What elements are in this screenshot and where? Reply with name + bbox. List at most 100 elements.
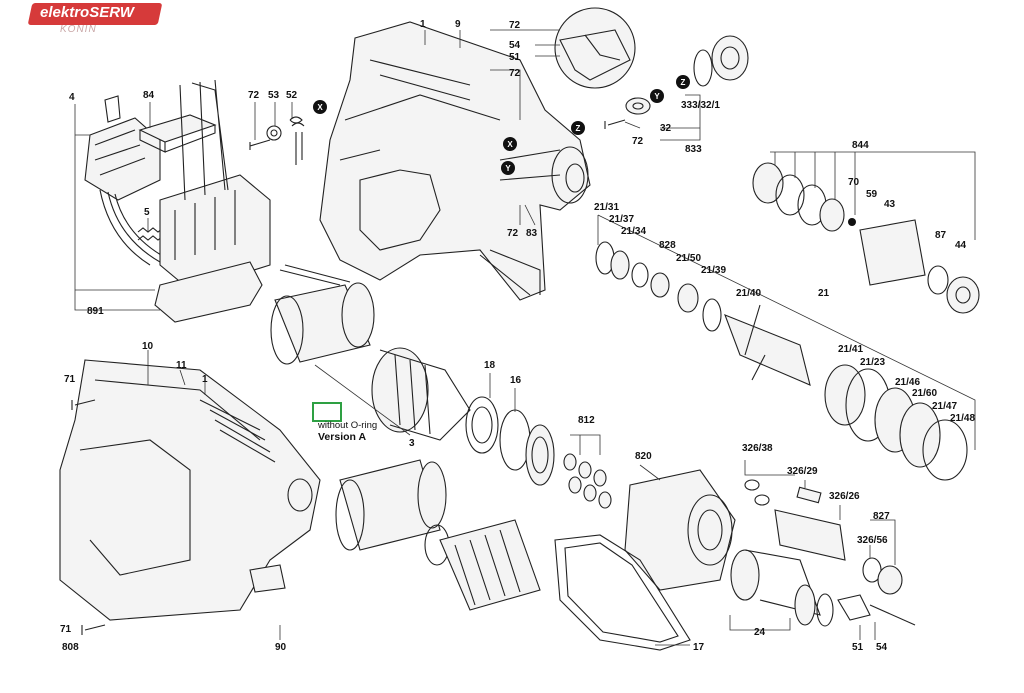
- label-71a: 71: [64, 374, 76, 385]
- label-53: 53: [268, 90, 280, 101]
- gear-housing-820: [624, 469, 736, 591]
- svg-text:X: X: [317, 103, 323, 112]
- label-83: 83: [526, 228, 538, 239]
- svg-text:Z: Z: [576, 124, 581, 133]
- label-2148: 21/48: [950, 413, 975, 424]
- label-70: 70: [848, 177, 860, 188]
- label-72d: 72: [632, 136, 644, 147]
- highlight-box: [312, 402, 342, 422]
- label-820: 820: [635, 451, 652, 462]
- label-32629: 326/29: [787, 466, 818, 477]
- version-note-line2: Version A: [318, 431, 366, 443]
- label-59: 59: [866, 189, 878, 200]
- label-2160: 21/60: [912, 388, 937, 399]
- chuck-assembly-844: [752, 162, 980, 314]
- label-844: 844: [852, 140, 869, 151]
- label-2146: 21/46: [895, 377, 920, 388]
- pad-84: [138, 114, 217, 153]
- rings-18-16: [465, 396, 555, 486]
- label-2141: 21/41: [838, 344, 863, 355]
- label-3: 3: [409, 438, 415, 449]
- motor-version-a: [270, 264, 471, 441]
- symbol-dot: [848, 218, 856, 226]
- label-51b: 51: [852, 642, 864, 653]
- label-2131: 21/31: [594, 202, 619, 213]
- label-32656: 326/56: [857, 535, 888, 546]
- label-32626: 326/26: [829, 491, 860, 502]
- label-891: 891: [87, 306, 104, 317]
- label-54b: 54: [876, 642, 888, 653]
- label-9: 9: [455, 19, 461, 30]
- label-72c: 72: [509, 68, 521, 79]
- svg-text:Z: Z: [681, 78, 686, 87]
- top-right-parts: [604, 35, 749, 129]
- label-11: 11: [176, 360, 187, 371]
- label-1b: 1: [202, 374, 208, 385]
- version-note-line1: without O-ring: [317, 420, 377, 431]
- label-833: 833: [685, 144, 702, 155]
- label-5: 5: [144, 207, 150, 218]
- label-808: 808: [62, 642, 79, 653]
- symbol-y-1: Y: [501, 161, 515, 175]
- spring-5: [137, 227, 164, 241]
- label-2137: 21/37: [609, 214, 634, 225]
- svg-text:X: X: [507, 140, 513, 149]
- housing-half-top: [319, 21, 591, 301]
- symbol-z-1: Z: [571, 121, 585, 135]
- label-72e: 72: [507, 228, 519, 239]
- motor-lower: [335, 459, 541, 611]
- label-43: 43: [884, 199, 896, 210]
- label-1a: 1: [420, 19, 426, 30]
- label-44: 44: [955, 240, 967, 251]
- label-2139: 21/39: [701, 265, 726, 276]
- switch-module: [84, 95, 169, 266]
- watermark-brand: elektroSERW: [40, 4, 134, 21]
- label-2123: 21/23: [860, 357, 885, 368]
- label-84: 84: [143, 90, 155, 101]
- clutch-assembly-24: [730, 549, 834, 627]
- symbol-y-2: Y: [650, 89, 664, 103]
- label-52: 52: [286, 90, 298, 101]
- gears-812: [563, 453, 612, 509]
- label-333: 333/32/1: [681, 100, 720, 111]
- symbol-z-2: Z: [676, 75, 690, 89]
- label-2150: 21/50: [676, 253, 701, 264]
- label-10: 10: [142, 341, 154, 352]
- label-828: 828: [659, 240, 676, 251]
- label-87: 87: [935, 230, 947, 241]
- label-21: 21: [818, 288, 830, 299]
- label-71b: 71: [60, 624, 72, 635]
- label-2140: 21/40: [736, 288, 761, 299]
- label-827: 827: [873, 511, 890, 522]
- housing-half-bottom: [59, 359, 321, 635]
- symbol-x-2: X: [503, 137, 517, 151]
- inset-detail: [554, 7, 636, 89]
- label-2147: 21/47: [932, 401, 957, 412]
- label-90: 90: [275, 642, 287, 653]
- svg-text:Y: Y: [654, 92, 660, 101]
- symbol-x-1: X: [313, 100, 327, 114]
- label-72b: 72: [509, 20, 521, 31]
- svg-text:Y: Y: [505, 164, 511, 173]
- label-32638: 326/38: [742, 443, 773, 454]
- label-18: 18: [484, 360, 496, 371]
- label-24: 24: [754, 627, 766, 638]
- label-54a: 54: [509, 40, 521, 51]
- label-16: 16: [510, 375, 522, 386]
- label-2134: 21/34: [621, 226, 646, 237]
- label-72a: 72: [248, 90, 260, 101]
- terminal-block: [154, 79, 271, 323]
- watermark-city: KONIN: [60, 24, 97, 35]
- small-parts-top-left: [249, 116, 305, 165]
- spindle-assembly-21: [595, 241, 968, 481]
- label-4: 4: [69, 92, 75, 103]
- label-51a: 51: [509, 52, 521, 63]
- label-17: 17: [693, 642, 705, 653]
- label-32: 32: [660, 123, 672, 134]
- tool-holder-parts: [744, 479, 916, 626]
- part-labels: 4 84 5 891 72 53 52 1 9 72 54 51 72 333/…: [60, 19, 975, 653]
- leader-lines: [74, 29, 976, 646]
- label-812: 812: [578, 415, 595, 426]
